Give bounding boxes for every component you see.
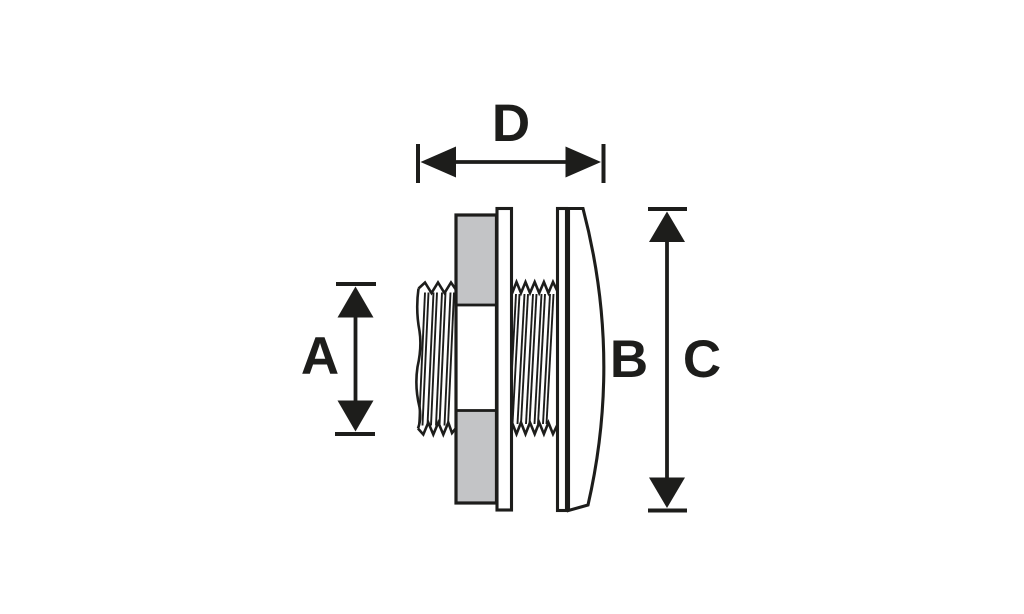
label-b: B <box>610 330 648 389</box>
label-a: A <box>301 327 339 386</box>
arrowhead-down-icon <box>337 400 374 432</box>
locknut-section-bottom <box>454 409 498 505</box>
dome-flange <box>566 206 606 513</box>
arrowhead-left-icon <box>420 146 456 178</box>
locknut-section-top <box>454 213 498 307</box>
arrowhead-right-icon <box>565 146 601 178</box>
arrowhead-down-icon <box>649 477 685 508</box>
thread-end-edge <box>415 288 422 429</box>
thread-section-right <box>508 278 559 438</box>
thread-hatching-left <box>418 292 455 426</box>
dimension-d: D <box>416 94 606 183</box>
dimension-c: C <box>648 207 721 513</box>
thread-crest-bottom-left <box>417 418 458 438</box>
thread-crest-bottom-right <box>510 418 559 438</box>
arrowhead-up-icon <box>649 211 685 242</box>
thread-section-left <box>415 280 458 438</box>
mounting-plate <box>555 206 569 513</box>
arrowhead-up-icon <box>337 286 374 318</box>
locknut-cross-section <box>454 213 499 505</box>
thread-hatching-right <box>508 293 555 425</box>
thread-crest-top-right <box>510 278 559 297</box>
label-d: D <box>492 94 530 153</box>
thread-crest-top-left <box>417 280 458 296</box>
washer-plate <box>495 206 514 512</box>
dimension-b-label: B <box>610 330 648 389</box>
label-c: C <box>683 330 721 389</box>
dimension-a: A <box>301 282 376 436</box>
